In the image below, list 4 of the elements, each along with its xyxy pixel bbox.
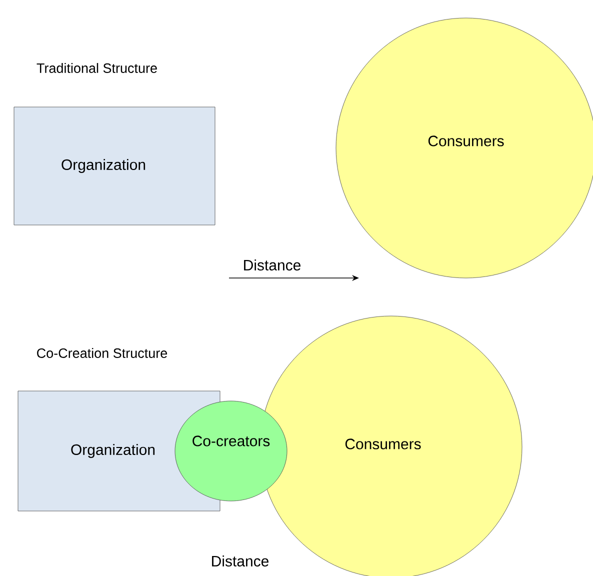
distance-label: Distance bbox=[244, 260, 300, 270]
section-heading: Co-Creation Structure bbox=[37, 348, 168, 358]
organization-box: Organization bbox=[14, 106, 216, 226]
section-heading: Traditional Structure bbox=[36, 63, 157, 73]
